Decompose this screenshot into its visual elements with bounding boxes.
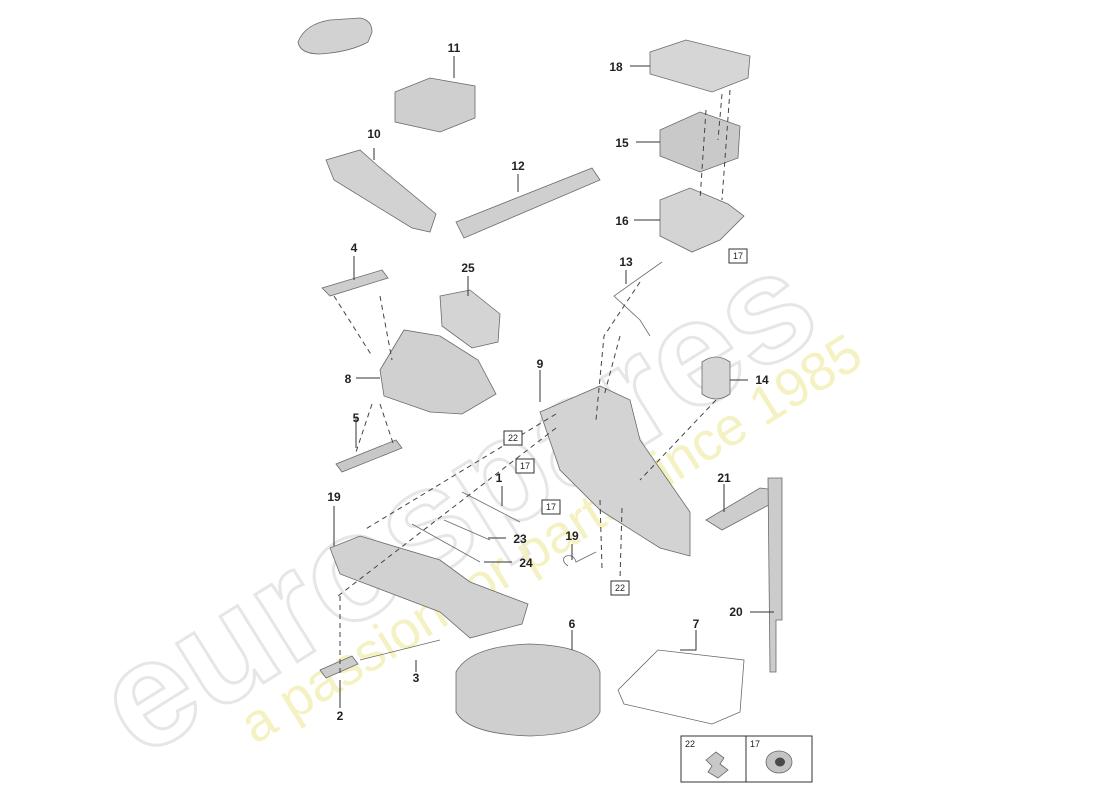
callout-19-eyebolt: 19 [565,529,579,543]
part-9-housing [539,385,691,557]
part-10-tray [325,149,437,233]
washer-icon [765,750,793,774]
part-19-tray [329,535,529,639]
svg-text:17: 17 [520,461,530,471]
part-6-spare-wheel [455,643,601,737]
callout-24: 24 [519,556,533,570]
part-14-cylinder [701,356,731,400]
svg-text:22: 22 [508,433,518,443]
part-11-box [394,77,476,133]
callout-18: 18 [609,60,623,74]
part-18-cover [649,39,751,93]
part-25-cover [439,289,501,349]
leader-lines [333,56,774,708]
callout-5: 5 [353,411,360,425]
callout-2: 2 [337,709,344,723]
part-13-wrench [613,261,663,337]
callout-10: 10 [367,127,381,141]
part-19-eyebolt [563,551,597,567]
part-car-silhouette [297,17,373,55]
svg-text:22: 22 [615,583,625,593]
callout-9: 9 [537,357,544,371]
clip-icon [705,751,729,779]
callouts: 1 2 3 4 5 6 7 8 9 10 11 12 13 14 15 16 1… [327,41,769,723]
callout-7: 7 [693,617,700,631]
part-15-module [659,111,741,173]
legend-right-number: 17 [750,739,760,749]
ref-box-22-a: 22 [503,430,523,446]
legend-left-number: 22 [685,739,695,749]
callout-1: 1 [496,471,503,485]
callout-14: 14 [755,373,769,387]
part-3-rod [359,639,441,661]
callout-21: 21 [717,471,731,485]
ref-box-22-b: 22 [610,580,630,596]
part-8-holder [379,329,497,415]
callout-13: 13 [619,255,633,269]
callout-15: 15 [615,136,629,150]
callout-8: 8 [345,372,352,386]
part-16-bracket [659,187,745,253]
ref-box-17-c: 17 [728,248,748,264]
legend: 22 17 [680,735,813,783]
part-7-strap [617,649,745,725]
part-24-rod [411,523,481,563]
ref-box-17-b: 17 [541,499,561,515]
callout-23: 23 [513,532,527,546]
callout-16: 16 [615,214,629,228]
callout-3: 3 [413,671,420,685]
callout-20: 20 [729,605,743,619]
callout-11: 11 [448,41,461,55]
callout-4: 4 [351,241,358,255]
callout-25: 25 [461,261,475,275]
part-21-handle [705,487,779,531]
callout-19: 19 [327,490,341,504]
reference-boxes: 22 17 17 22 17 [503,248,748,596]
part-23-rod [443,519,491,541]
callout-12: 12 [511,159,525,173]
part-2-screwdriver [319,655,359,679]
svg-text:17: 17 [733,251,743,261]
callout-6: 6 [569,617,576,631]
part-4-jack [321,269,389,297]
parts [297,17,783,737]
svg-text:17: 17 [546,502,556,512]
part-1-spanner [461,491,521,523]
ref-box-17-a: 17 [515,458,535,474]
part-5-pin [335,439,403,473]
assembly-lines [333,89,731,676]
part-20-crank [767,477,783,673]
part-12-foam [455,167,601,239]
